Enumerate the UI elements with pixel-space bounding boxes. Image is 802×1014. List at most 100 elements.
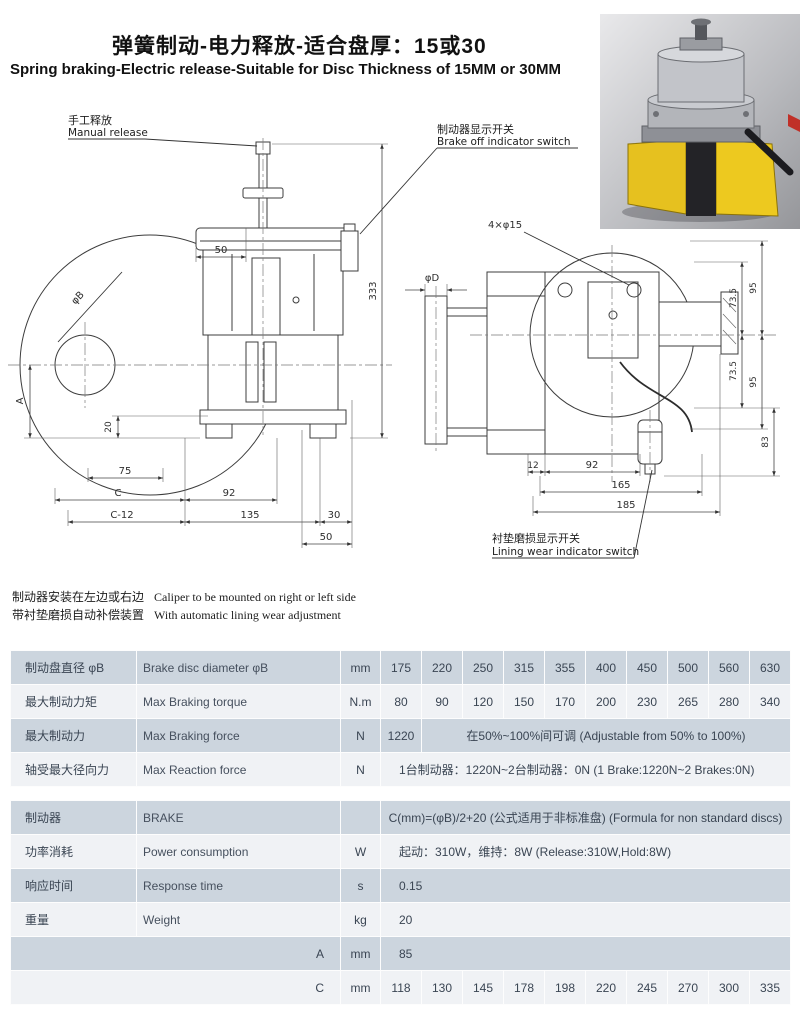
row-label-cn: 重量 — [10, 902, 137, 937]
dim-30: 30 — [328, 510, 341, 521]
brake-off-label-en: Brake off indicator switch — [437, 136, 571, 148]
product-photo — [600, 14, 800, 229]
cell: 335 — [749, 970, 791, 1005]
cell: 120 — [462, 684, 504, 719]
table-row: C mm 118 130 145 178 198 220 245 270 300… — [10, 970, 791, 1005]
manual-release-label-cn: 手工释放 — [68, 113, 112, 127]
table-row: 功率消耗 Power consumption W 起动：310W，维持：8W (… — [10, 834, 791, 869]
merged-cell: 起动：310W，维持：8W (Release:310W,Hold:8W) — [380, 834, 791, 869]
cell: 280 — [708, 684, 750, 719]
dim-73.5-lower: 73.5 — [729, 361, 739, 381]
cell: 315 — [503, 650, 545, 685]
cell: 150 — [503, 684, 545, 719]
row-label-en: BRAKE — [136, 800, 341, 835]
cell: 170 — [544, 684, 586, 719]
note1-en: Caliper to be mounted on right or left s… — [154, 590, 356, 604]
merged-cell: 1台制动器：1220N~2台制动器：0N (1 Brake:1220N~2 Br… — [380, 752, 791, 787]
row-label-en: Max Braking force — [136, 718, 341, 753]
technical-drawings: φB 50 333 A 20 75 — [8, 113, 780, 559]
dim-73.5-upper: 73.5 — [729, 288, 739, 308]
cell: 250 — [462, 650, 504, 685]
cell: 118 — [380, 970, 422, 1005]
row-label-en: Response time — [136, 868, 341, 903]
row-unit: N — [340, 718, 381, 753]
bolt-hole — [626, 282, 642, 298]
dim-333: 333 — [368, 281, 379, 300]
mounting-plate — [486, 271, 660, 455]
dim-92-right: 92 — [586, 460, 599, 471]
cell: 245 — [626, 970, 668, 1005]
note-line-2: 带衬垫磨损自动补偿装置 With automatic lining wear ad… — [12, 606, 356, 624]
cell: 265 — [667, 684, 709, 719]
bolt-hole — [557, 282, 573, 298]
table-row: 轴受最大径向力 Max Reaction force N 1台制动器：1220N… — [10, 752, 791, 787]
cable — [619, 361, 693, 433]
shaft-arm — [658, 291, 739, 355]
brake-off-callout: 制动器显示开关 Brake off indicator switch — [359, 122, 578, 235]
lining-wear-label-cn: 衬垫磨损显示开关 — [492, 531, 580, 545]
right-view-drawing: φD — [405, 220, 780, 559]
cell: 198 — [544, 970, 586, 1005]
dim-95-lower: 95 — [749, 376, 759, 387]
dim-135: 135 — [240, 510, 259, 521]
dim-phiD: φD — [425, 273, 440, 284]
page-title-en: Spring braking-Electric release-Suitable… — [10, 61, 561, 78]
row-label-cn: 轴受最大径向力 — [10, 752, 137, 787]
row-label-cn: 最大制动力矩 — [10, 684, 137, 719]
manual-release-label-en: Manual release — [68, 127, 148, 139]
row-label-en: Brake disc diameter φB — [136, 650, 341, 685]
cell: 500 — [667, 650, 709, 685]
dim-50-top: 50 — [215, 245, 228, 256]
table-row: 响应时间 Response time s 0.15 — [10, 868, 791, 903]
cell: 300 — [708, 970, 750, 1005]
cell: 230 — [626, 684, 668, 719]
row-label-cn: 制动器 — [10, 800, 137, 835]
note2-cn: 带衬垫磨损自动补偿装置 — [12, 608, 145, 622]
brake-off-label-cn: 制动器显示开关 — [437, 122, 514, 136]
dim-12: 12 — [527, 461, 538, 471]
row-label-cn: 功率消耗 — [10, 834, 137, 869]
cell: 220 — [585, 970, 627, 1005]
caliper-body — [195, 227, 351, 439]
row-label-cn: 制动盘直径 φB — [10, 650, 137, 685]
table-row: 制动器 BRAKE C(mm)=(φB)/2+20 (公式适用于非标准盘) (F… — [10, 800, 791, 835]
dim-75: 75 — [119, 466, 132, 477]
table-row: 最大制动力矩 Max Braking torque N.m 80 90 120 … — [10, 684, 791, 719]
dim-20: 20 — [104, 421, 114, 433]
table-row: 重量 Weight kg 20 — [10, 902, 791, 937]
spec-table-brake: 制动器 BRAKE C(mm)=(φB)/2+20 (公式适用于非标准盘) (F… — [10, 800, 791, 1005]
page-title-cn: 弹簧制动-电力释放-适合盘厚：15或30 — [112, 35, 487, 58]
row-unit: W — [340, 834, 381, 869]
row-unit: mm — [340, 936, 381, 971]
row-label: A — [10, 936, 341, 971]
table-row: 最大制动力 Max Braking force N 1220 在50%~100%… — [10, 718, 791, 753]
left-view-dimensions: 50 333 A 20 75 C — [15, 143, 388, 548]
cell: 355 — [544, 650, 586, 685]
left-view-drawing: φB 50 333 A 20 75 — [8, 113, 578, 548]
row-label-en: Max Braking torque — [136, 684, 341, 719]
note1-cn: 制动器安装在左边或右边 — [12, 590, 145, 604]
cell: 175 — [380, 650, 422, 685]
right-view-dimensions: 73.5 95 73.5 95 83 12 92 165 — [527, 240, 780, 516]
cell: 270 — [667, 970, 709, 1005]
lining-wear-label-en: Lining wear indicator switch — [492, 546, 639, 558]
center-pin — [608, 310, 618, 320]
dim-95-upper: 95 — [749, 282, 759, 293]
table-row: 制动盘直径 φB Brake disc diameter φB mm 175 2… — [10, 650, 791, 685]
dim-C-12: C-12 — [110, 510, 133, 521]
note2-en: With automatic lining wear adjustment — [154, 608, 341, 622]
cell: 400 — [585, 650, 627, 685]
mounting-notes: 制动器安装在左边或右边 Caliper to be mounted on righ… — [12, 588, 356, 624]
phiD-dimension: φD — [405, 273, 467, 296]
dim-92: 92 — [223, 488, 236, 499]
dim-phiB: φB — [70, 290, 87, 307]
dim-C: C — [115, 488, 122, 499]
cell: 145 — [462, 970, 504, 1005]
manual-release-callout: 手工释放 Manual release — [68, 113, 258, 147]
merged-cell: 在50%~100%间可调 (Adjustable from 50% to 100… — [421, 718, 791, 753]
row-unit: N.m — [340, 684, 381, 719]
holes-label: 4×φ15 — [488, 220, 522, 231]
merged-cell: 0.15 — [380, 868, 791, 903]
merged-cell: 20 — [380, 902, 791, 937]
